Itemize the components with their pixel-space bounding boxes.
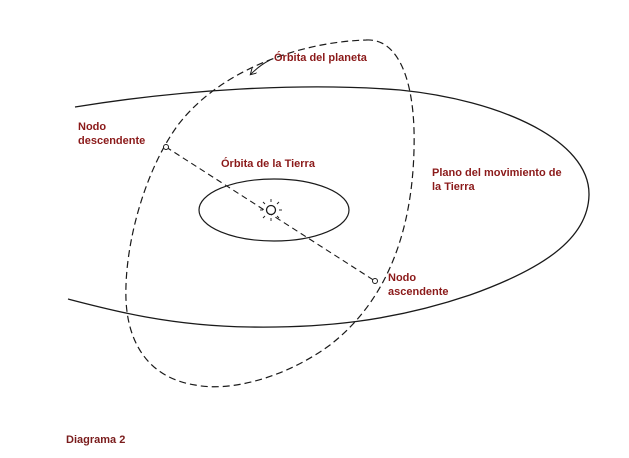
label-earth-orbit: Órbita de la Tierra <box>221 158 315 170</box>
label-planet-orbit: Órbita del planeta <box>274 52 367 64</box>
descending-node-marker <box>163 144 169 150</box>
earth-motion-plane <box>67 86 590 328</box>
sun-icon <box>260 199 282 221</box>
ascending-node-marker <box>372 278 378 284</box>
label-ascending-node-line2: ascendente <box>388 286 449 298</box>
earth-orbit <box>198 178 350 242</box>
label-earth-plane-line1: Plano del movimiento de <box>432 167 562 179</box>
planet-orbit-arrow <box>251 59 271 74</box>
label-descending-node-line1: Nodo <box>78 121 107 133</box>
label-earth-plane-line2: la Tierra <box>432 181 475 193</box>
diagram-caption: Diagrama 2 <box>66 434 126 446</box>
label-ascending-node-line1: Nodo <box>388 272 417 284</box>
label-descending-node-line2: descendente <box>78 135 146 147</box>
planet-orbit <box>125 39 415 388</box>
